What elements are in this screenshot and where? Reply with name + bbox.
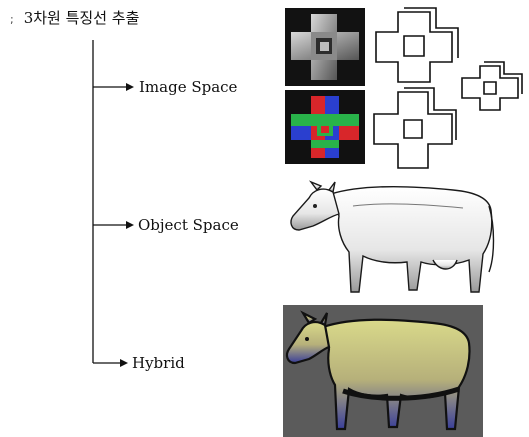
branch-arrow-object-space: [93, 221, 134, 229]
branch-arrow-hybrid: [93, 359, 128, 367]
figure-title: ; 3차원 특징선 추출: [10, 7, 139, 28]
cow-object-space-render: [290, 180, 495, 293]
branch-label-object-space: Object Space: [138, 216, 239, 234]
title-text: 3차원 특징선 추출: [23, 9, 140, 27]
branch-label-image-space: Image Space: [139, 78, 238, 96]
branch-arrow-image-space: [93, 83, 134, 91]
branch-label-hybrid: Hybrid: [132, 354, 185, 372]
title-bullet: ;: [10, 13, 14, 26]
outline-cross-render: [373, 7, 523, 169]
normal-map-cross-render: [285, 90, 365, 164]
cow-hybrid-render: [283, 305, 483, 437]
shaded-cross-render: [285, 8, 365, 86]
